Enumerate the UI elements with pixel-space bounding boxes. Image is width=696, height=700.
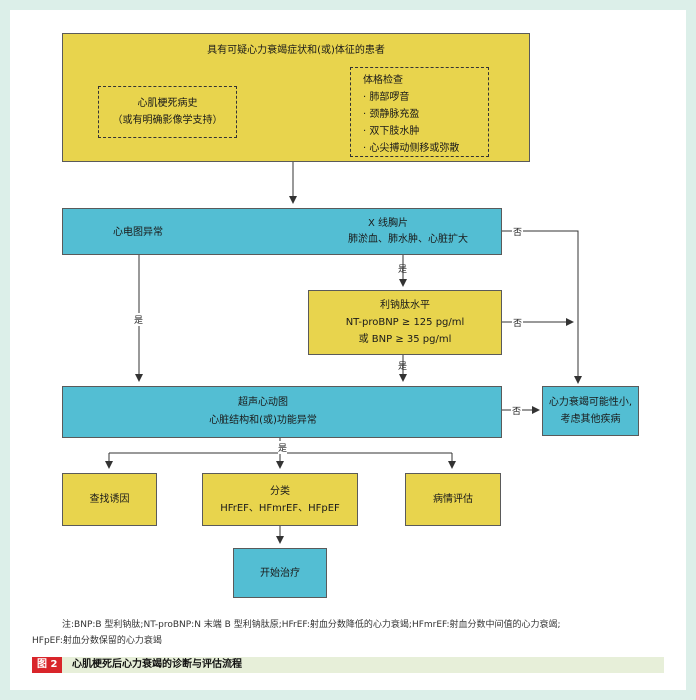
xray-detail: 肺淤血、肺水肿、心脏扩大 [348,234,468,245]
mi-history-box: 心肌梗死病史 （或有明确影像学支持） [98,86,237,138]
xray-title: X 线胸片 [367,218,409,229]
start-treatment-label: 开始治疗 [260,567,300,579]
ecg-xray-box: 心电图异常 X 线胸片 肺淤血、肺水肿、心脏扩大 [62,208,502,255]
yes-label-ecg-to-echo: 是 [134,313,144,326]
yes-label-ecg-to-bnp: 是 [398,265,408,275]
bnp-title: 利钠肽水平 [380,300,430,311]
echocardiography-box: 超声心动图 心脏结构和(或)功能异常 [62,386,502,438]
condition-assessment-box: 病情评估 [405,473,501,526]
condition-assessment-label: 病情评估 [433,494,473,505]
arrow-ecg-no [502,230,582,384]
abbreviation-note-line2: HFpEF:射血分数保留的心力衰竭 [32,636,162,646]
hf-unlikely-line1: 心力衰竭可能性小, [548,397,633,408]
echo-title: 超声心动图 [238,397,288,408]
yes-label-bnp-to-echo: 是 [398,362,408,372]
hf-unlikely-box: 心力衰竭可能性小, 考虑其他疾病 [542,386,639,436]
mi-history-line1: 心肌梗死病史 [137,98,198,109]
no-label-ecg: 否 [512,225,524,238]
figure-number: 图 2 [32,657,63,673]
classification-box: 分类 HFrEF、HFmrEF、HFpEF [202,473,358,526]
physical-exam-box: 体格检查 · 肺部啰音 · 颈静脉充盈 · 双下肢水肿 · 心尖搏动侧移或弥散 [350,67,489,157]
natriuretic-peptide-box: 利钠肽水平 NT-proBNP ≥ 125 pg/ml 或 BNP ≥ 35 p… [308,290,502,355]
exam-item: · 颈静脉充盈 [363,109,420,120]
yes-label-echo: 是 [278,441,288,454]
bnp-threshold-bnp: 或 BNP ≥ 35 pg/ml [358,334,452,345]
no-label-bnp: 否 [512,316,524,329]
mi-history-line2: （或有明确影像学支持） [112,115,223,126]
find-cause-label: 查找诱因 [89,494,130,505]
exam-item: · 心尖搏动侧移或弥散 [363,143,460,154]
bnp-threshold-nt: NT-proBNP ≥ 125 pg/ml [345,317,465,328]
no-label-echo: 否 [511,404,523,417]
exam-item: · 双下肢水肿 [363,126,420,137]
ecg-abnormal-label: 心电图异常 [113,227,163,238]
abbreviation-note-line1: 注:BNP:B 型利钠肽;NT-proBNP:N 末端 B 型利钠肽原;HFrE… [62,620,561,630]
physical-exam-title: 体格检查 [363,75,403,86]
classification-detail: HFrEF、HFmrEF、HFpEF [220,502,340,514]
find-cause-box: 查找诱因 [62,473,157,526]
suspected-hf-box: 具有可疑心力衰竭症状和(或)体征的患者 心肌梗死病史 （或有明确影像学支持） 体… [62,33,530,162]
classification-title: 分类 [270,485,290,497]
hf-unlikely-line2: 考虑其他疾病 [560,414,621,425]
echo-detail: 心脏结构和(或)功能异常 [209,415,317,426]
start-treatment-box: 开始治疗 [233,548,327,598]
suspected-hf-title: 具有可疑心力衰竭症状和(或)体征的患者 [207,45,385,56]
exam-item: · 肺部啰音 [363,92,410,103]
caption-bar [32,657,664,673]
figure-title: 心肌梗死后心力衰竭的诊断与评估流程 [72,659,242,670]
